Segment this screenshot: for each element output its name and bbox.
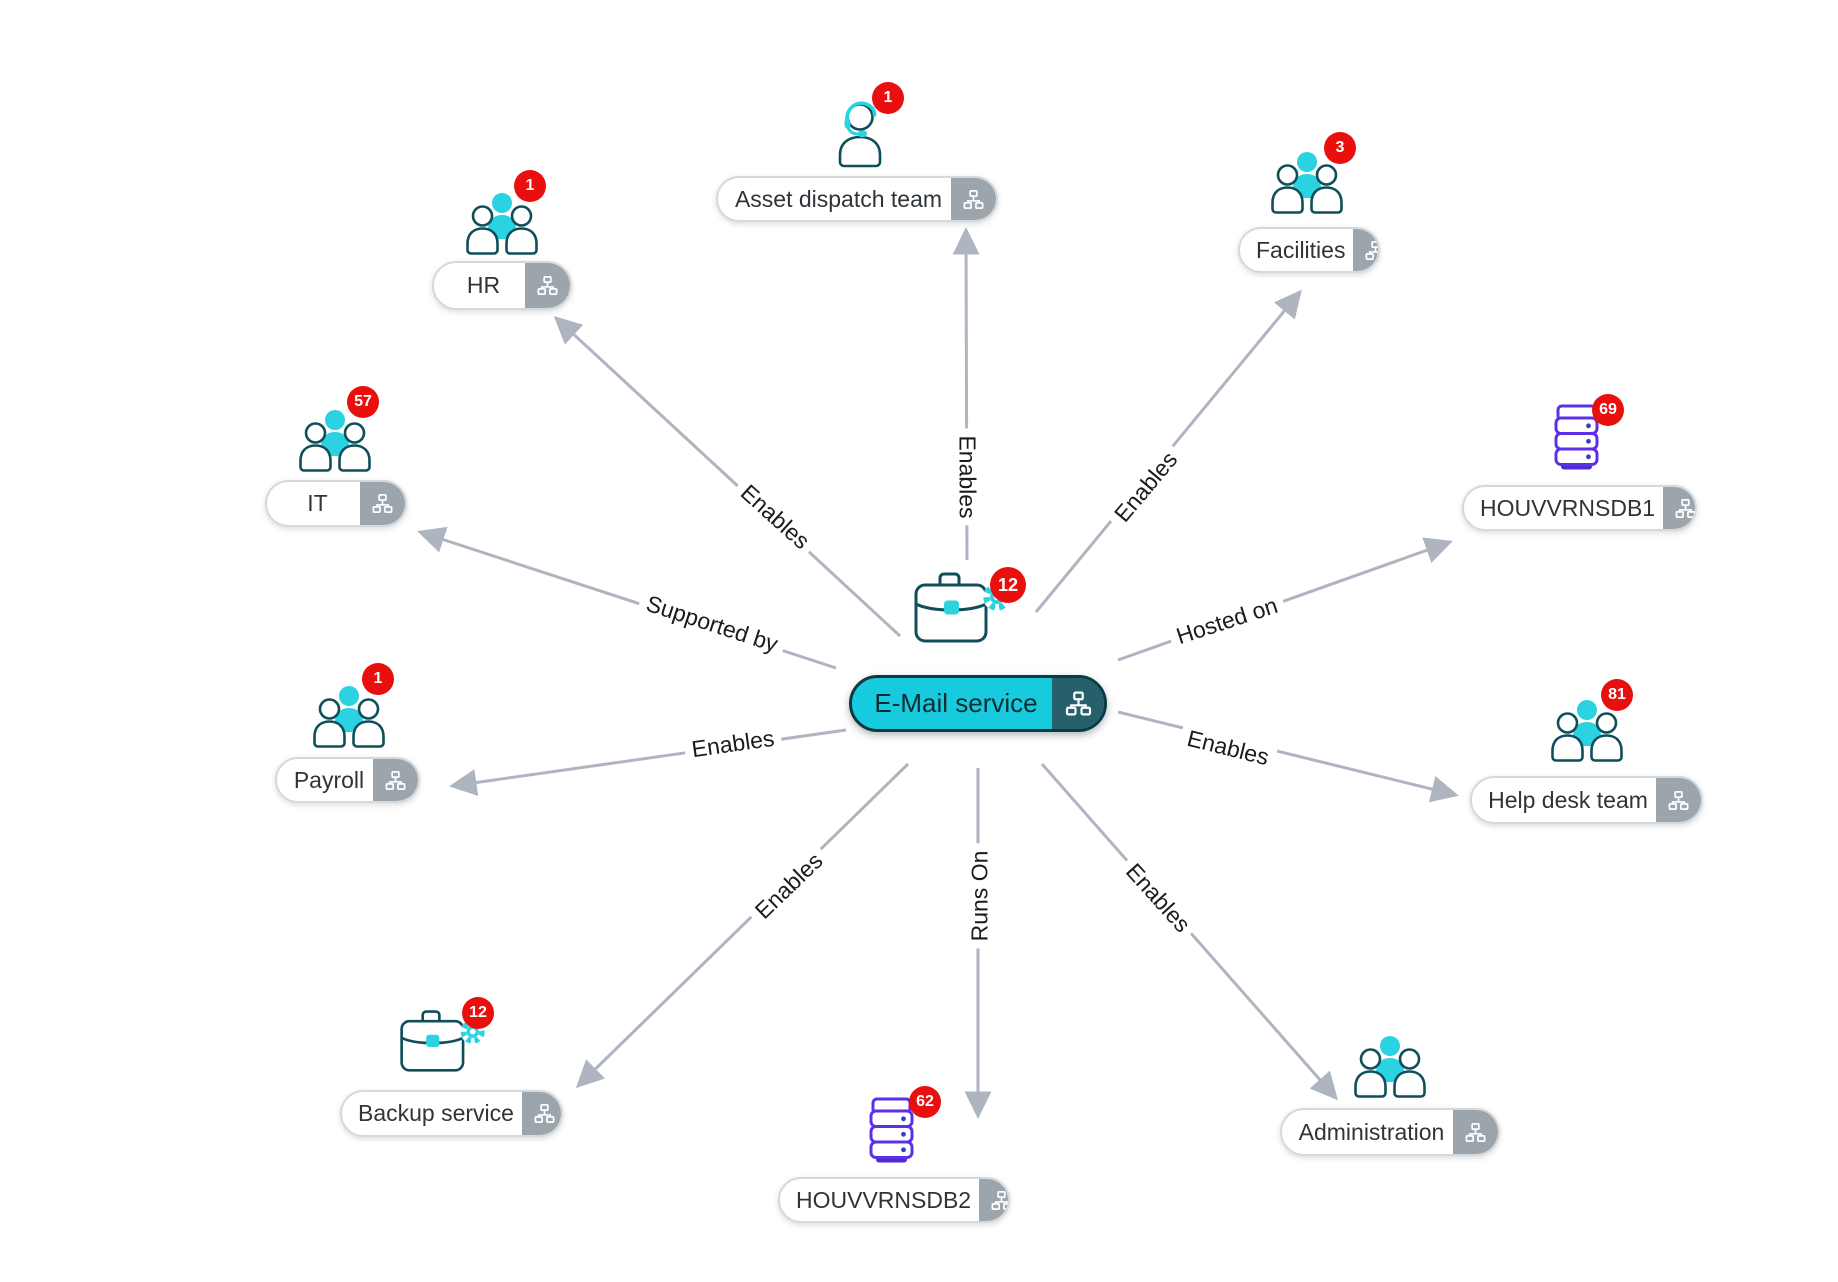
edge-hr bbox=[553, 315, 902, 638]
alert-badge[interactable]: 1 bbox=[362, 663, 394, 695]
alert-badge[interactable]: 62 bbox=[909, 1086, 941, 1118]
alert-badge[interactable]: 69 bbox=[1592, 394, 1624, 426]
node-label: E-Mail service bbox=[874, 688, 1038, 718]
node-houvvrnsdb1[interactable]: HOUVVRNSDB1 bbox=[1462, 485, 1697, 531]
node-help-desk-team[interactable]: Help desk team bbox=[1470, 776, 1703, 824]
edge-label-asset-dispatch: Enables bbox=[952, 428, 982, 526]
edge-help-desk bbox=[1117, 710, 1459, 803]
node-backup-service[interactable]: Backup service bbox=[340, 1090, 563, 1137]
alert-badge[interactable]: 81 bbox=[1601, 679, 1633, 711]
sitemap-icon bbox=[1667, 789, 1690, 812]
sitemap-icon bbox=[962, 188, 985, 211]
expand-related-button[interactable] bbox=[1052, 678, 1104, 729]
node-payroll[interactable]: Payroll bbox=[275, 757, 420, 803]
node-label: IT bbox=[307, 490, 328, 516]
node-hr[interactable]: HR bbox=[432, 261, 572, 310]
sitemap-icon bbox=[384, 769, 407, 792]
alert-badge[interactable]: 3 bbox=[1324, 132, 1356, 164]
edge-payroll bbox=[449, 728, 847, 796]
alert-badge[interactable]: 12 bbox=[990, 567, 1026, 603]
team-icon bbox=[1351, 1034, 1429, 1100]
node-label: Administration bbox=[1298, 1118, 1445, 1145]
node-label: Payroll bbox=[293, 766, 365, 793]
sitemap-icon bbox=[1364, 239, 1380, 262]
node-email-service[interactable]: E-Mail service bbox=[849, 675, 1107, 732]
expand-related-button[interactable] bbox=[1453, 1110, 1498, 1154]
node-it[interactable]: IT bbox=[265, 480, 407, 527]
node-label: Backup service bbox=[358, 1100, 514, 1126]
alert-badge[interactable]: 12 bbox=[462, 997, 494, 1029]
expand-related-button[interactable] bbox=[951, 178, 996, 220]
node-administration[interactable]: Administration bbox=[1280, 1108, 1500, 1156]
edge-backup bbox=[575, 762, 910, 1089]
sitemap-icon bbox=[536, 274, 559, 297]
node-label: Facilities bbox=[1256, 236, 1346, 263]
node-label: HR bbox=[466, 272, 501, 298]
node-houvvrnsdb2[interactable]: HOUVVRNSDB2 bbox=[778, 1177, 1010, 1223]
node-label: HOUVVRNSDB1 bbox=[1480, 494, 1656, 521]
expand-related-button[interactable] bbox=[1656, 778, 1701, 822]
sitemap-icon bbox=[1674, 497, 1697, 520]
alert-badge[interactable]: 1 bbox=[872, 82, 904, 114]
expand-related-button[interactable] bbox=[373, 759, 418, 801]
node-label: HOUVVRNSDB2 bbox=[796, 1186, 972, 1213]
alert-badge[interactable]: 1 bbox=[514, 170, 546, 202]
sitemap-icon bbox=[1064, 689, 1093, 718]
expand-related-button[interactable] bbox=[525, 263, 570, 308]
expand-related-button[interactable] bbox=[521, 1092, 561, 1135]
sitemap-icon bbox=[990, 1189, 1010, 1212]
expand-related-button[interactable] bbox=[360, 482, 405, 525]
sitemap-icon bbox=[371, 492, 394, 515]
edge-houvvrnsdb1 bbox=[1117, 537, 1453, 662]
node-label: Asset dispatch team bbox=[734, 185, 943, 212]
node-facilities[interactable]: Facilities bbox=[1238, 227, 1380, 273]
node-label: Help desk team bbox=[1488, 786, 1648, 813]
alert-badge[interactable]: 57 bbox=[347, 386, 379, 418]
node-asset-dispatch-team[interactable]: Asset dispatch team bbox=[716, 176, 998, 222]
sitemap-icon bbox=[1464, 1121, 1487, 1144]
edge-label-houvvrnsdb2: Runs On bbox=[965, 843, 995, 949]
sitemap-icon bbox=[533, 1102, 556, 1125]
